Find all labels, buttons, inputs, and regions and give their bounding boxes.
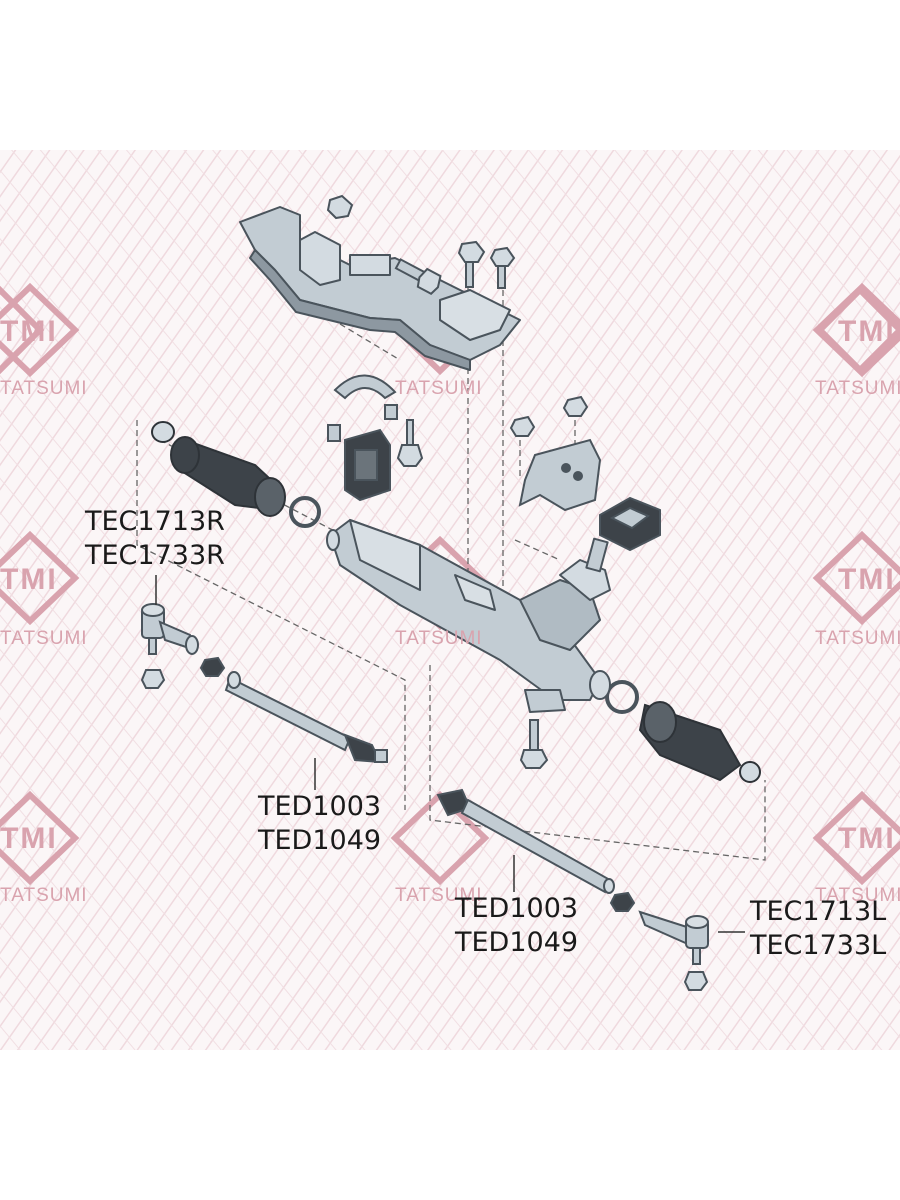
inner-tie-rod-lower [436,788,636,912]
label-left-tie-rod-end: TEC1713L TEC1733L [750,895,886,963]
steering-rack-exploded-diagram [0,150,900,1050]
left-tie-rod-end [638,910,709,991]
right-bracket [509,395,661,552]
watermark-name: TATSUMI [395,628,483,649]
part-number: TED1049 [455,927,579,958]
part-number: TED1003 [455,893,579,924]
part-number: TED1049 [258,825,382,856]
watermark-name: TATSUMI [0,885,88,906]
part-number: TEC1733R [85,540,225,571]
watermark-brand: TMI [0,822,58,855]
watermark-name: TATSUMI [815,628,900,649]
watermark-name: TATSUMI [815,378,900,399]
right-boot [605,680,761,783]
watermark-brand: TMI [838,822,896,855]
bolts-top [326,194,516,295]
watermark-brand: TMI [0,315,58,348]
label-leaders [155,575,745,933]
watermark-name: TATSUMI [0,378,88,399]
watermark-name: TATSUMI [0,628,88,649]
watermark-brand: TMI [0,563,58,596]
right-tie-rod-end [140,603,226,689]
watermark-name: TATSUMI [395,378,483,399]
watermark-brand: TMI [838,315,896,348]
part-number: TED1003 [258,791,382,822]
left-boot [151,421,321,528]
part-number: TEC1733L [750,930,887,961]
watermark-name: TATSUMI [815,885,900,906]
heat-shield [239,206,521,371]
inner-tie-rod-upper [224,671,388,764]
watermark-name: TATSUMI [395,885,483,906]
clamp-and-bushing [327,374,424,502]
lower-bolt [519,719,549,769]
label-right-inner-tie-rod: TED1003 TED1049 [455,892,578,960]
label-right-tie-rod-end: TEC1713R TEC1733R [85,505,225,573]
part-number: TEC1713L [750,896,887,927]
steering-rack-housing [326,519,611,713]
label-left-inner-tie-rod: TED1003 TED1049 [258,790,381,858]
watermark-brand: TMI [838,563,896,596]
part-number: TEC1713R [85,506,225,537]
